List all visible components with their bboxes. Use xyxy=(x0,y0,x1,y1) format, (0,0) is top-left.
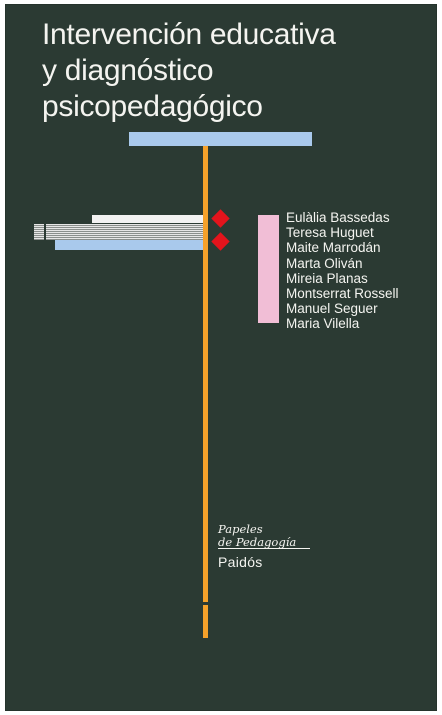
author-list: Eulàlia Bassedas Teresa Huguet Maite Mar… xyxy=(286,210,399,332)
red-diamond-upper xyxy=(211,209,230,228)
author-name: Maite Marrodán xyxy=(286,240,381,256)
title-line-2: y diagnóstico xyxy=(42,54,214,87)
book-cover: Intervención educativa y diagnóstico psi… xyxy=(6,5,436,710)
author-name: Marta Oliván xyxy=(286,255,363,271)
blue-bar-small xyxy=(55,240,203,250)
author-name: Montserrat Rossell xyxy=(286,286,399,302)
series-logo: Papeles de Pedagogía xyxy=(218,522,311,549)
author-name: Maria Vilella xyxy=(286,316,360,332)
striped-bar xyxy=(34,224,203,240)
book-title: Intervención educativa y diagnóstico psi… xyxy=(42,17,432,125)
red-diamond-lower xyxy=(211,232,230,251)
author-name: Teresa Huguet xyxy=(286,225,374,241)
publisher-name: Paidós xyxy=(218,554,263,570)
orange-vertical-line xyxy=(203,146,208,638)
title-line-3: psicopedagógico xyxy=(42,90,263,123)
pink-bar xyxy=(258,215,279,323)
white-bar xyxy=(92,215,203,223)
author-name: Eulàlia Bassedas xyxy=(286,210,390,225)
orange-line-gap xyxy=(203,602,208,605)
series-line-2: de Pedagogía xyxy=(218,536,311,549)
title-line-1: Intervención educativa xyxy=(42,18,336,51)
author-name: Manuel Seguer xyxy=(286,301,378,317)
blue-bar-top xyxy=(129,132,312,146)
author-name: Mireia Planas xyxy=(286,270,368,286)
series-line-1: Papeles xyxy=(218,522,263,536)
